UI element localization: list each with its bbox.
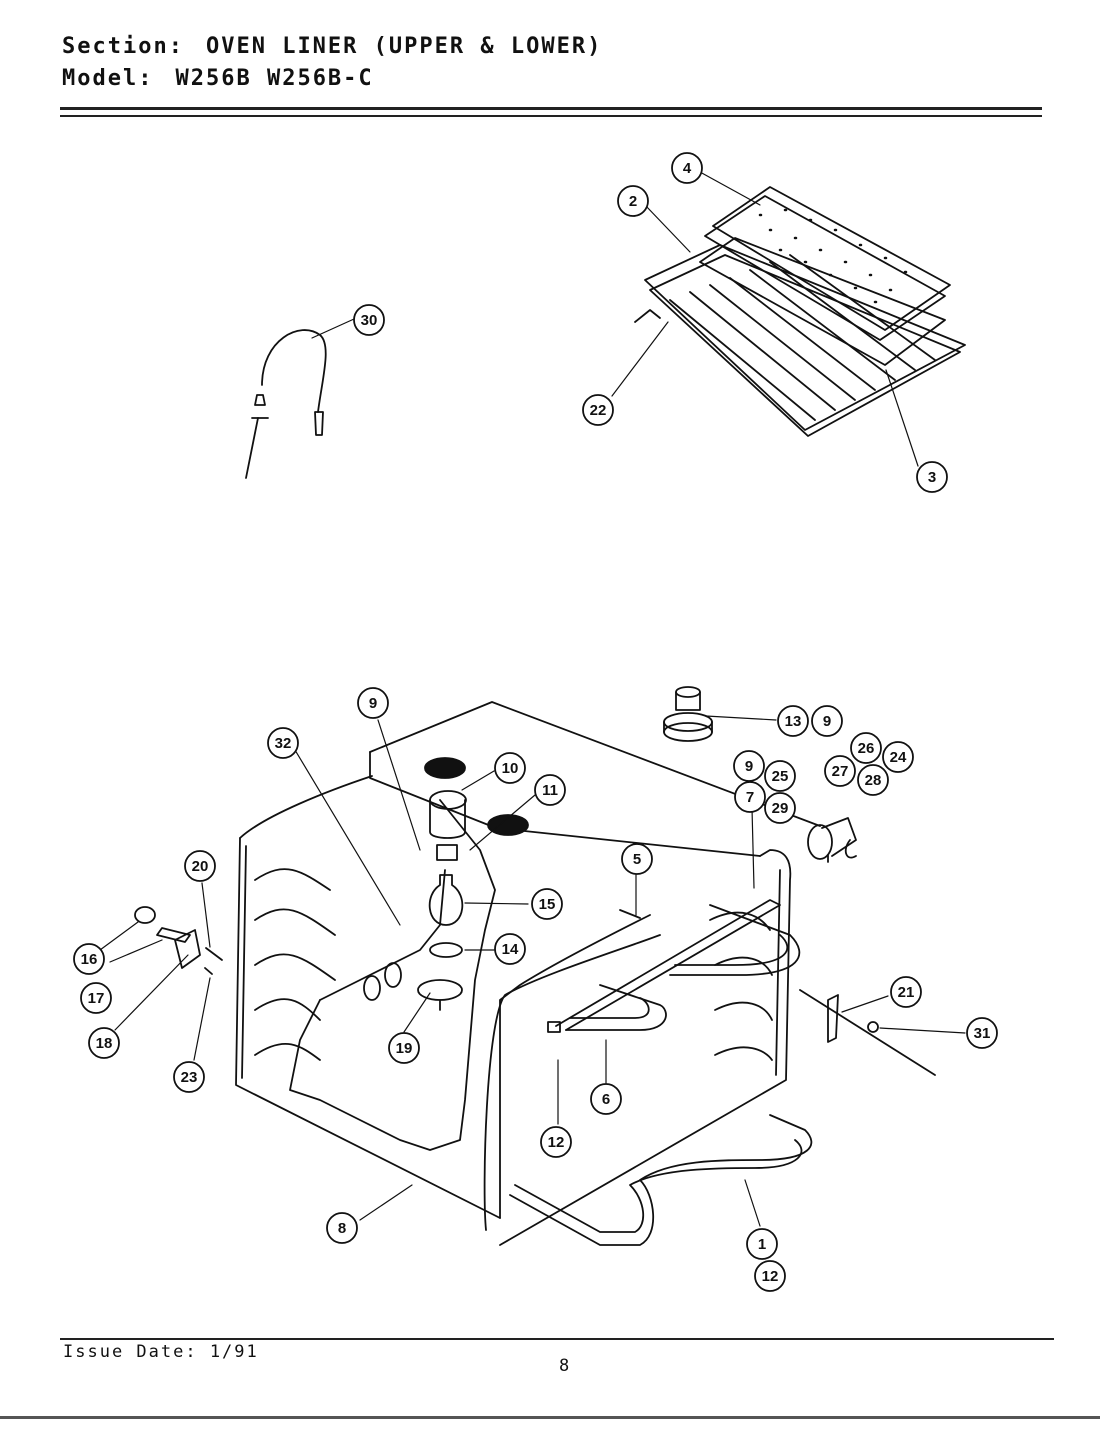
callout-14: 14 — [494, 933, 526, 965]
callout-29: 29 — [764, 792, 796, 824]
svg-text:2: 2 — [629, 193, 637, 210]
svg-text:3: 3 — [928, 469, 936, 486]
model-numbers: W256B W256B-C — [175, 66, 374, 91]
callout-1: 1 — [746, 1228, 778, 1260]
issue-date: Issue Date: 1/91 — [63, 1342, 259, 1362]
svg-text:6: 6 — [602, 1091, 610, 1108]
callout-24: 24 — [882, 741, 914, 773]
callout-10: 10 — [494, 752, 526, 784]
callout-2: 2 — [617, 185, 649, 217]
svg-text:25: 25 — [772, 768, 789, 785]
svg-text:7: 7 — [746, 789, 754, 806]
svg-text:16: 16 — [81, 951, 98, 968]
svg-text:9: 9 — [745, 758, 753, 775]
svg-text:17: 17 — [88, 990, 105, 1007]
callout-16: 16 — [73, 943, 105, 975]
model-label: Model: — [62, 66, 154, 91]
svg-text:4: 4 — [683, 160, 692, 177]
callout-25: 25 — [764, 760, 796, 792]
broil-pan-and-rack-drawing — [634, 186, 966, 437]
lamp-parts-drawing — [417, 790, 467, 1011]
section-label: Section: — [62, 34, 184, 59]
side-bracket-drawing — [799, 989, 936, 1076]
broil-element-drawing — [547, 899, 801, 1033]
callout-12-screw: 12 — [540, 1126, 572, 1158]
left-fasteners-drawing — [134, 906, 223, 975]
svg-text:24: 24 — [890, 749, 907, 766]
callout-32: 32 — [267, 727, 299, 759]
svg-text:22: 22 — [590, 402, 607, 419]
callout-28: 28 — [857, 764, 889, 796]
svg-text:27: 27 — [832, 763, 849, 780]
callout-11: 11 — [534, 774, 566, 806]
callout-9-lamp: 9 — [357, 687, 389, 719]
svg-text:11: 11 — [542, 782, 558, 799]
svg-text:28: 28 — [865, 772, 882, 789]
svg-text:15: 15 — [539, 896, 556, 913]
callout-7: 7 — [734, 781, 766, 813]
section-line: Section: OVEN LINER (UPPER & LOWER) — [62, 34, 602, 59]
callout-18: 18 — [88, 1027, 120, 1059]
callout-8: 8 — [326, 1212, 358, 1244]
svg-text:12: 12 — [762, 1268, 779, 1285]
callout-22: 22 — [582, 394, 614, 426]
svg-text:5: 5 — [633, 851, 641, 868]
footer-rule — [60, 1338, 1054, 1340]
svg-text:1: 1 — [758, 1236, 766, 1253]
callout-26: 26 — [850, 732, 882, 764]
svg-text:18: 18 — [96, 1035, 113, 1052]
callout-30: 30 — [353, 304, 385, 336]
leader-lines — [99, 171, 966, 1227]
terminal-block-drawing — [807, 817, 857, 863]
callout-4: 4 — [671, 152, 703, 184]
svg-text:19: 19 — [396, 1040, 413, 1057]
svg-text:31: 31 — [974, 1025, 991, 1042]
svg-text:32: 32 — [275, 735, 292, 752]
svg-text:9: 9 — [823, 713, 831, 730]
svg-text:10: 10 — [502, 760, 519, 777]
callout-3: 3 — [916, 461, 948, 493]
svg-text:9: 9 — [369, 695, 377, 712]
header-rule-top — [60, 107, 1042, 110]
callout-9-element: 9 — [733, 750, 765, 782]
scan-edge-line — [0, 1416, 1100, 1419]
callout-12-bake: 12 — [754, 1260, 786, 1292]
svg-text:20: 20 — [192, 858, 209, 875]
callout-19: 19 — [388, 1032, 420, 1064]
bake-element-drawing — [509, 1114, 813, 1246]
callout-9-socket: 9 — [811, 705, 843, 737]
meat-probe-drawing — [245, 329, 327, 479]
callout-23: 23 — [173, 1061, 205, 1093]
callout-15: 15 — [531, 888, 563, 920]
svg-text:13: 13 — [785, 713, 802, 730]
svg-text:29: 29 — [772, 800, 789, 817]
svg-text:12: 12 — [548, 1134, 565, 1151]
callout-31: 31 — [966, 1017, 998, 1049]
callout-20: 20 — [184, 850, 216, 882]
model-line: Model: W256B W256B-C — [62, 66, 374, 91]
callout-27: 27 — [824, 755, 856, 787]
oven-liner-drawing — [235, 701, 821, 1246]
callout-17: 17 — [80, 982, 112, 1014]
callout-5: 5 — [621, 843, 653, 875]
lamp-socket-drawing — [663, 686, 713, 742]
callout-6: 6 — [590, 1083, 622, 1115]
page-number: 8 — [559, 1356, 572, 1376]
svg-text:30: 30 — [361, 312, 378, 329]
svg-text:8: 8 — [338, 1220, 346, 1237]
header-rule-bottom — [60, 115, 1042, 117]
svg-text:14: 14 — [502, 941, 519, 958]
callout-21: 21 — [890, 976, 922, 1008]
svg-text:26: 26 — [858, 740, 875, 757]
callout-13: 13 — [777, 705, 809, 737]
svg-text:23: 23 — [181, 1069, 198, 1086]
section-title: OVEN LINER (UPPER & LOWER) — [205, 34, 603, 59]
svg-text:21: 21 — [898, 984, 915, 1001]
